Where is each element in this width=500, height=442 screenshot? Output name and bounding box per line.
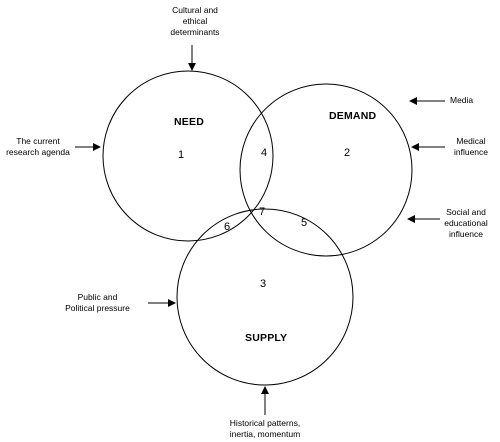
label-research: The current research agenda	[6, 136, 70, 157]
need-circle	[102, 70, 274, 242]
region-4: 4	[261, 147, 268, 159]
supply-circle	[176, 208, 354, 386]
region-3: 3	[260, 278, 267, 290]
demand-circle	[239, 83, 413, 257]
region-2: 2	[344, 147, 351, 159]
region-5: 5	[301, 217, 308, 229]
label-historical: Historical patterns, inertia, momentum	[229, 418, 301, 439]
label-public: Public and Political pressure	[65, 292, 130, 313]
region-1: 1	[178, 149, 185, 161]
label-cultural: Cultural and ethical determinants	[170, 5, 220, 37]
supply-label: SUPPLY	[245, 332, 288, 344]
region-6: 6	[224, 221, 231, 233]
region-7: 7	[259, 206, 266, 218]
need-label: NEED	[174, 116, 204, 128]
label-medical: Medical influence	[453, 136, 489, 157]
label-social: Social and educational influence	[444, 207, 488, 239]
label-media: Media	[450, 95, 474, 105]
demand-label: DEMAND	[329, 110, 377, 122]
